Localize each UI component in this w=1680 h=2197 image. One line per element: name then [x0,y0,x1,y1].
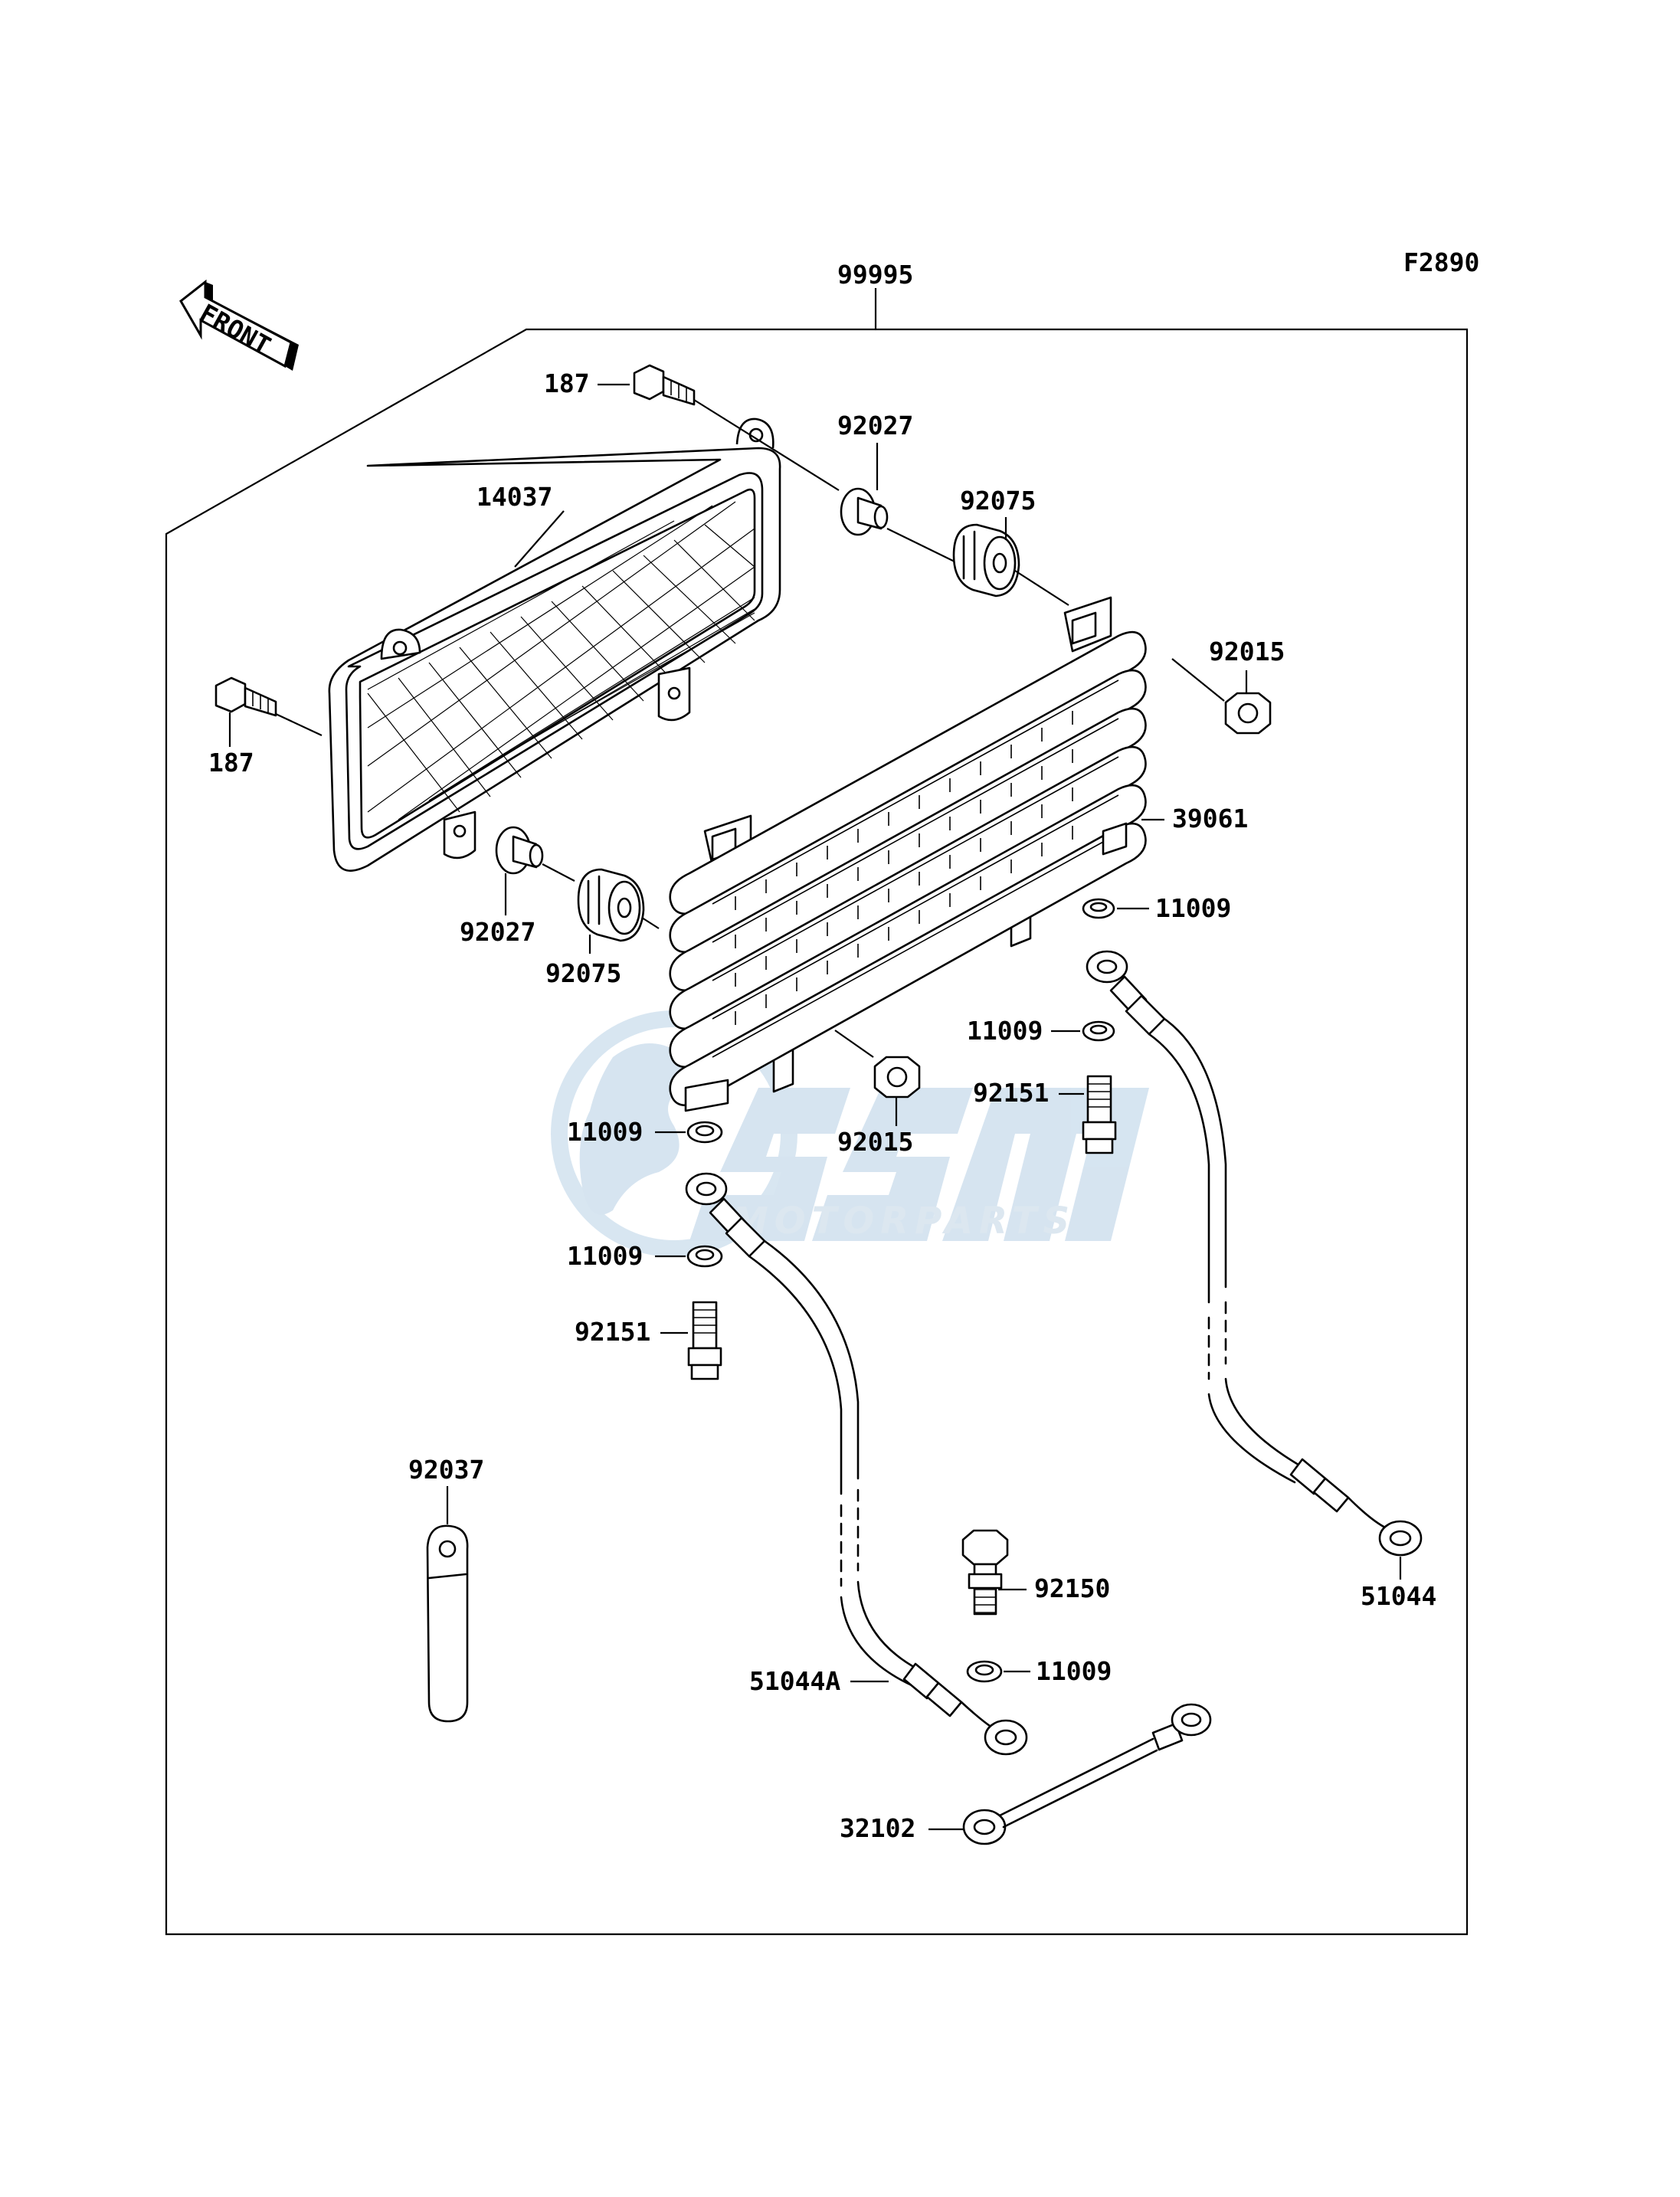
label-32102: 32102 [840,1813,915,1843]
label-92015-top: 92015 [1209,637,1285,666]
label-92075-top: 92075 [960,486,1036,516]
pipe-32102 [962,1703,1212,1845]
label-11009-5: 11009 [1036,1656,1112,1686]
bolt-92150 [961,1529,1009,1616]
label-187-top: 187 [544,368,590,398]
label-51044: 51044 [1361,1581,1436,1611]
bolt-187-left [215,676,277,717]
label-92027-bottom: 92027 [460,917,535,947]
figure-code: F2890 [1403,247,1479,277]
grommet-92075-bottom [577,868,645,942]
collar-92027-top [840,487,889,536]
label-11009-1: 11009 [1155,893,1231,923]
banjo-bolt-92151-left [687,1301,722,1380]
label-11009-2: 11009 [967,1016,1043,1046]
strap-92037 [426,1524,469,1723]
gasket-11009-2 [1082,1020,1115,1042]
label-92027-top: 92027 [837,411,913,440]
label-92075-bottom: 92075 [545,958,621,988]
label-187-left: 187 [208,748,254,778]
oil-cooler-screen [328,417,781,872]
front-arrow-label: FRONT [195,298,276,361]
nut-92015-bottom [873,1056,921,1098]
banjo-bolt-92151-right [1082,1075,1117,1154]
watermark-sub: MOTORPARTS [732,1200,1076,1243]
oil-cooler [669,596,1147,1112]
gasket-11009-3 [686,1121,723,1144]
label-92015-bottom: 92015 [837,1127,913,1157]
label-51044A: 51044A [749,1666,840,1696]
grommet-92075-top [952,523,1020,598]
hose-51044A [685,1172,1028,1756]
label-14037: 14037 [476,482,552,512]
screen-mesh [359,488,756,839]
label-99995: 99995 [837,260,913,290]
bolt-187-top [633,364,696,406]
collar-92027-bottom [495,826,544,875]
label-92037: 92037 [408,1455,484,1485]
label-92151-right: 92151 [973,1078,1049,1108]
label-92150: 92150 [1034,1573,1110,1603]
label-39061: 39061 [1172,804,1248,833]
gasket-11009-1 [1082,898,1115,919]
gasket-11009-5 [966,1660,1003,1683]
front-arrow-icon: FRONT [179,279,299,371]
hose-51044 [1086,950,1423,1557]
label-11009-3: 11009 [567,1117,643,1147]
nut-92015-top [1224,692,1272,735]
gasket-11009-4 [686,1245,723,1268]
label-11009-4: 11009 [567,1241,643,1271]
label-92151-left: 92151 [575,1317,650,1347]
kit-boundary [165,328,1469,1936]
